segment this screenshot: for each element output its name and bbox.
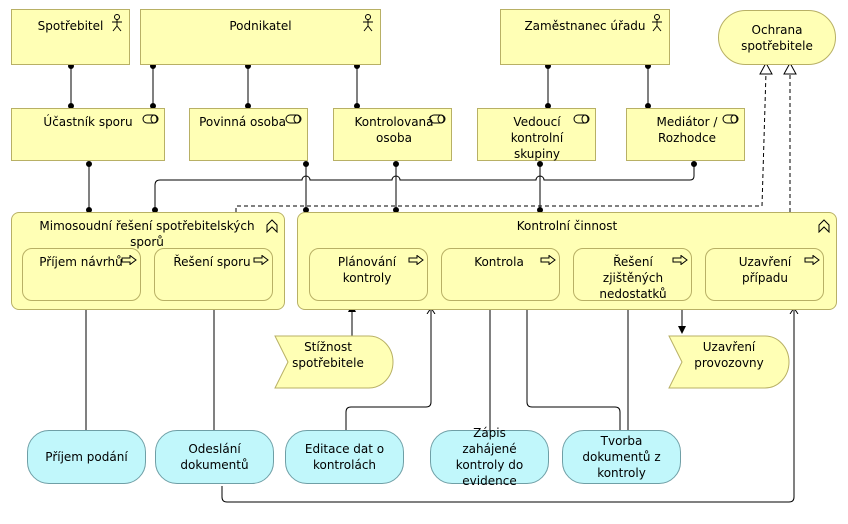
process-arrow-icon xyxy=(804,255,820,265)
service-editace-dat[interactable]: Editace dat o kontrolách xyxy=(285,430,404,484)
event-stiznost-shape xyxy=(274,335,394,389)
service-zapis-kontroly[interactable]: Zápis zahájené kontroly do evidence xyxy=(430,426,549,488)
process-arrow-icon xyxy=(121,255,137,265)
event-uzavreni-provozovny[interactable]: Uzavření provozovny xyxy=(694,340,764,370)
process-arrow-icon xyxy=(408,255,424,265)
actor-label: Zaměstnanec úřadu xyxy=(524,19,646,33)
service-tvorba-dokumentu[interactable]: Tvorba dokumentů z kontroly xyxy=(562,430,681,484)
process-label: Příjem návrhů xyxy=(39,255,123,269)
realization-head-2 xyxy=(783,61,797,75)
goal-ochrana-spotrebitele[interactable]: Ochrana spotřebitele xyxy=(718,10,836,65)
service-label: Tvorba dokumentů z kontroly xyxy=(582,434,661,480)
process-arrow-icon xyxy=(672,255,688,265)
actor-zamestnanec[interactable]: Zaměstnanec úřadu xyxy=(500,9,670,65)
process-reseni-nedostatku[interactable]: Řešení zjištěných nedostatků xyxy=(573,248,692,301)
process-label: Uzavření případu xyxy=(738,255,792,285)
role-icon xyxy=(722,114,739,124)
service-prijem-podani[interactable]: Příjem podání xyxy=(27,430,146,484)
process-label: Plánování kontroly xyxy=(337,255,397,285)
function-label: Kontrolní činnost xyxy=(516,219,618,233)
role-label: Vedoucí kontrolní skupiny xyxy=(510,115,564,161)
process-prijem-navrhu[interactable]: Příjem návrhů xyxy=(22,248,141,301)
service-odeslani-dokumentu[interactable]: Odeslání dokumentů xyxy=(155,430,274,484)
role-label: Mediátor / Rozhodce xyxy=(656,115,718,145)
realization-mimosoudni-ochrana xyxy=(235,71,767,212)
actor-podnikatel[interactable]: Podnikatel xyxy=(140,9,381,65)
process-label: Řešení zjištěných nedostatků xyxy=(599,255,667,301)
process-kontrola[interactable]: Kontrola xyxy=(441,248,560,301)
actor-icon xyxy=(363,14,373,32)
actor-label: Podnikatel xyxy=(229,19,292,33)
process-arrow-icon xyxy=(253,255,269,265)
serving-tvorba-kontrola xyxy=(527,303,621,430)
role-vedouci-kontrolni-skupiny[interactable]: Vedoucí kontrolní skupiny xyxy=(477,108,596,161)
role-icon xyxy=(573,114,590,124)
service-label: Editace dat o kontrolách xyxy=(304,442,385,472)
process-label: Kontrola xyxy=(474,255,524,269)
function-label: Mimosoudní řešení spotřebitelských sporů xyxy=(39,219,255,249)
actor-label: Spotřebitel xyxy=(37,19,104,33)
actor-icon xyxy=(652,14,662,32)
actor-icon xyxy=(112,14,122,32)
actor-spotrebitel[interactable]: Spotřebitel xyxy=(11,9,130,65)
role-mediator-rozhodce[interactable]: Mediátor / Rozhodce xyxy=(626,108,745,161)
service-label: Zápis zahájené kontroly do evidence xyxy=(455,426,524,488)
function-icon xyxy=(818,219,830,233)
event-stiznost-spotrebitele[interactable]: Stížnost spotřebitele xyxy=(292,340,364,370)
serving-editace xyxy=(345,308,431,430)
process-label: Řešení sporu xyxy=(173,255,251,269)
process-planovani-kontroly[interactable]: Plánování kontroly xyxy=(309,248,428,301)
goal-label: Ochrana spotřebitele xyxy=(741,22,813,53)
realization-head-1 xyxy=(759,61,773,75)
process-reseni-sporu[interactable]: Řešení sporu xyxy=(154,248,273,301)
serving-odeslani-uzavreni xyxy=(221,308,794,503)
event-uzavreni-shape xyxy=(668,335,790,389)
role-label: Kontrolovaná osoba xyxy=(354,115,434,145)
process-uzavreni-pripadu[interactable]: Uzavření případu xyxy=(705,248,824,301)
role-kontrolovana-osoba[interactable]: Kontrolovaná osoba xyxy=(333,108,452,161)
role-icon xyxy=(285,114,302,124)
role-icon xyxy=(429,114,446,124)
service-label: Odeslání dokumentů xyxy=(180,442,249,472)
service-label: Příjem podání xyxy=(45,450,128,464)
assignment-mediator-mimosoudni xyxy=(154,162,695,212)
role-label: Povinná osoba xyxy=(199,115,286,129)
process-arrow-icon xyxy=(540,255,556,265)
role-ucastnik-sporu[interactable]: Účastník sporu xyxy=(11,108,165,161)
role-povinna-osoba[interactable]: Povinná osoba xyxy=(189,108,308,161)
role-icon xyxy=(142,114,159,124)
function-icon xyxy=(266,219,278,233)
role-label: Účastník sporu xyxy=(43,115,133,129)
